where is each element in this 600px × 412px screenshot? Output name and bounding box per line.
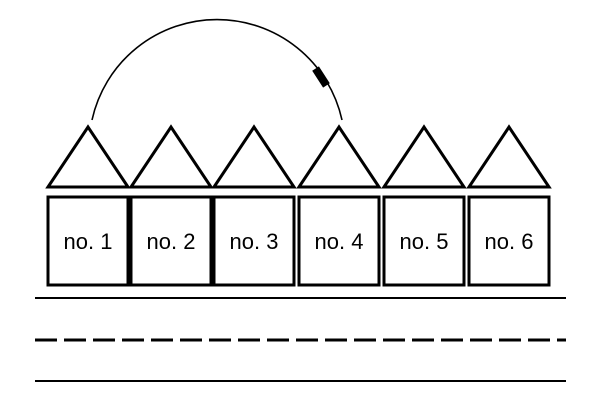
house-label: no. 4: [315, 229, 364, 254]
house-no-5: no. 5: [381, 124, 467, 287]
house-no-3: no. 3: [211, 124, 297, 287]
house-label: no. 1: [64, 229, 113, 254]
house-label: no. 2: [147, 229, 196, 254]
house-body: [46, 195, 130, 287]
house-roof: [45, 124, 131, 189]
house-body: [467, 195, 551, 287]
house-no-2: no. 2: [128, 124, 214, 287]
house-roof: [211, 124, 297, 189]
house-label: no. 6: [485, 229, 534, 254]
house-roof: [466, 124, 552, 189]
house-body: [212, 195, 296, 287]
house-roof: [381, 124, 467, 189]
house-roof: [296, 124, 382, 189]
arrowhead-icon: [312, 66, 330, 88]
house-no-1: no. 1: [45, 124, 131, 287]
house-label: no. 3: [230, 229, 279, 254]
jump-arc: [91, 18, 343, 121]
house-label: no. 5: [400, 229, 449, 254]
house-no-4: no. 4: [296, 124, 382, 287]
house-no-6: no. 6: [466, 124, 552, 287]
house-body: [129, 195, 213, 287]
house-body: [382, 195, 466, 287]
house-roof: [128, 124, 214, 189]
house-body: [297, 195, 381, 287]
